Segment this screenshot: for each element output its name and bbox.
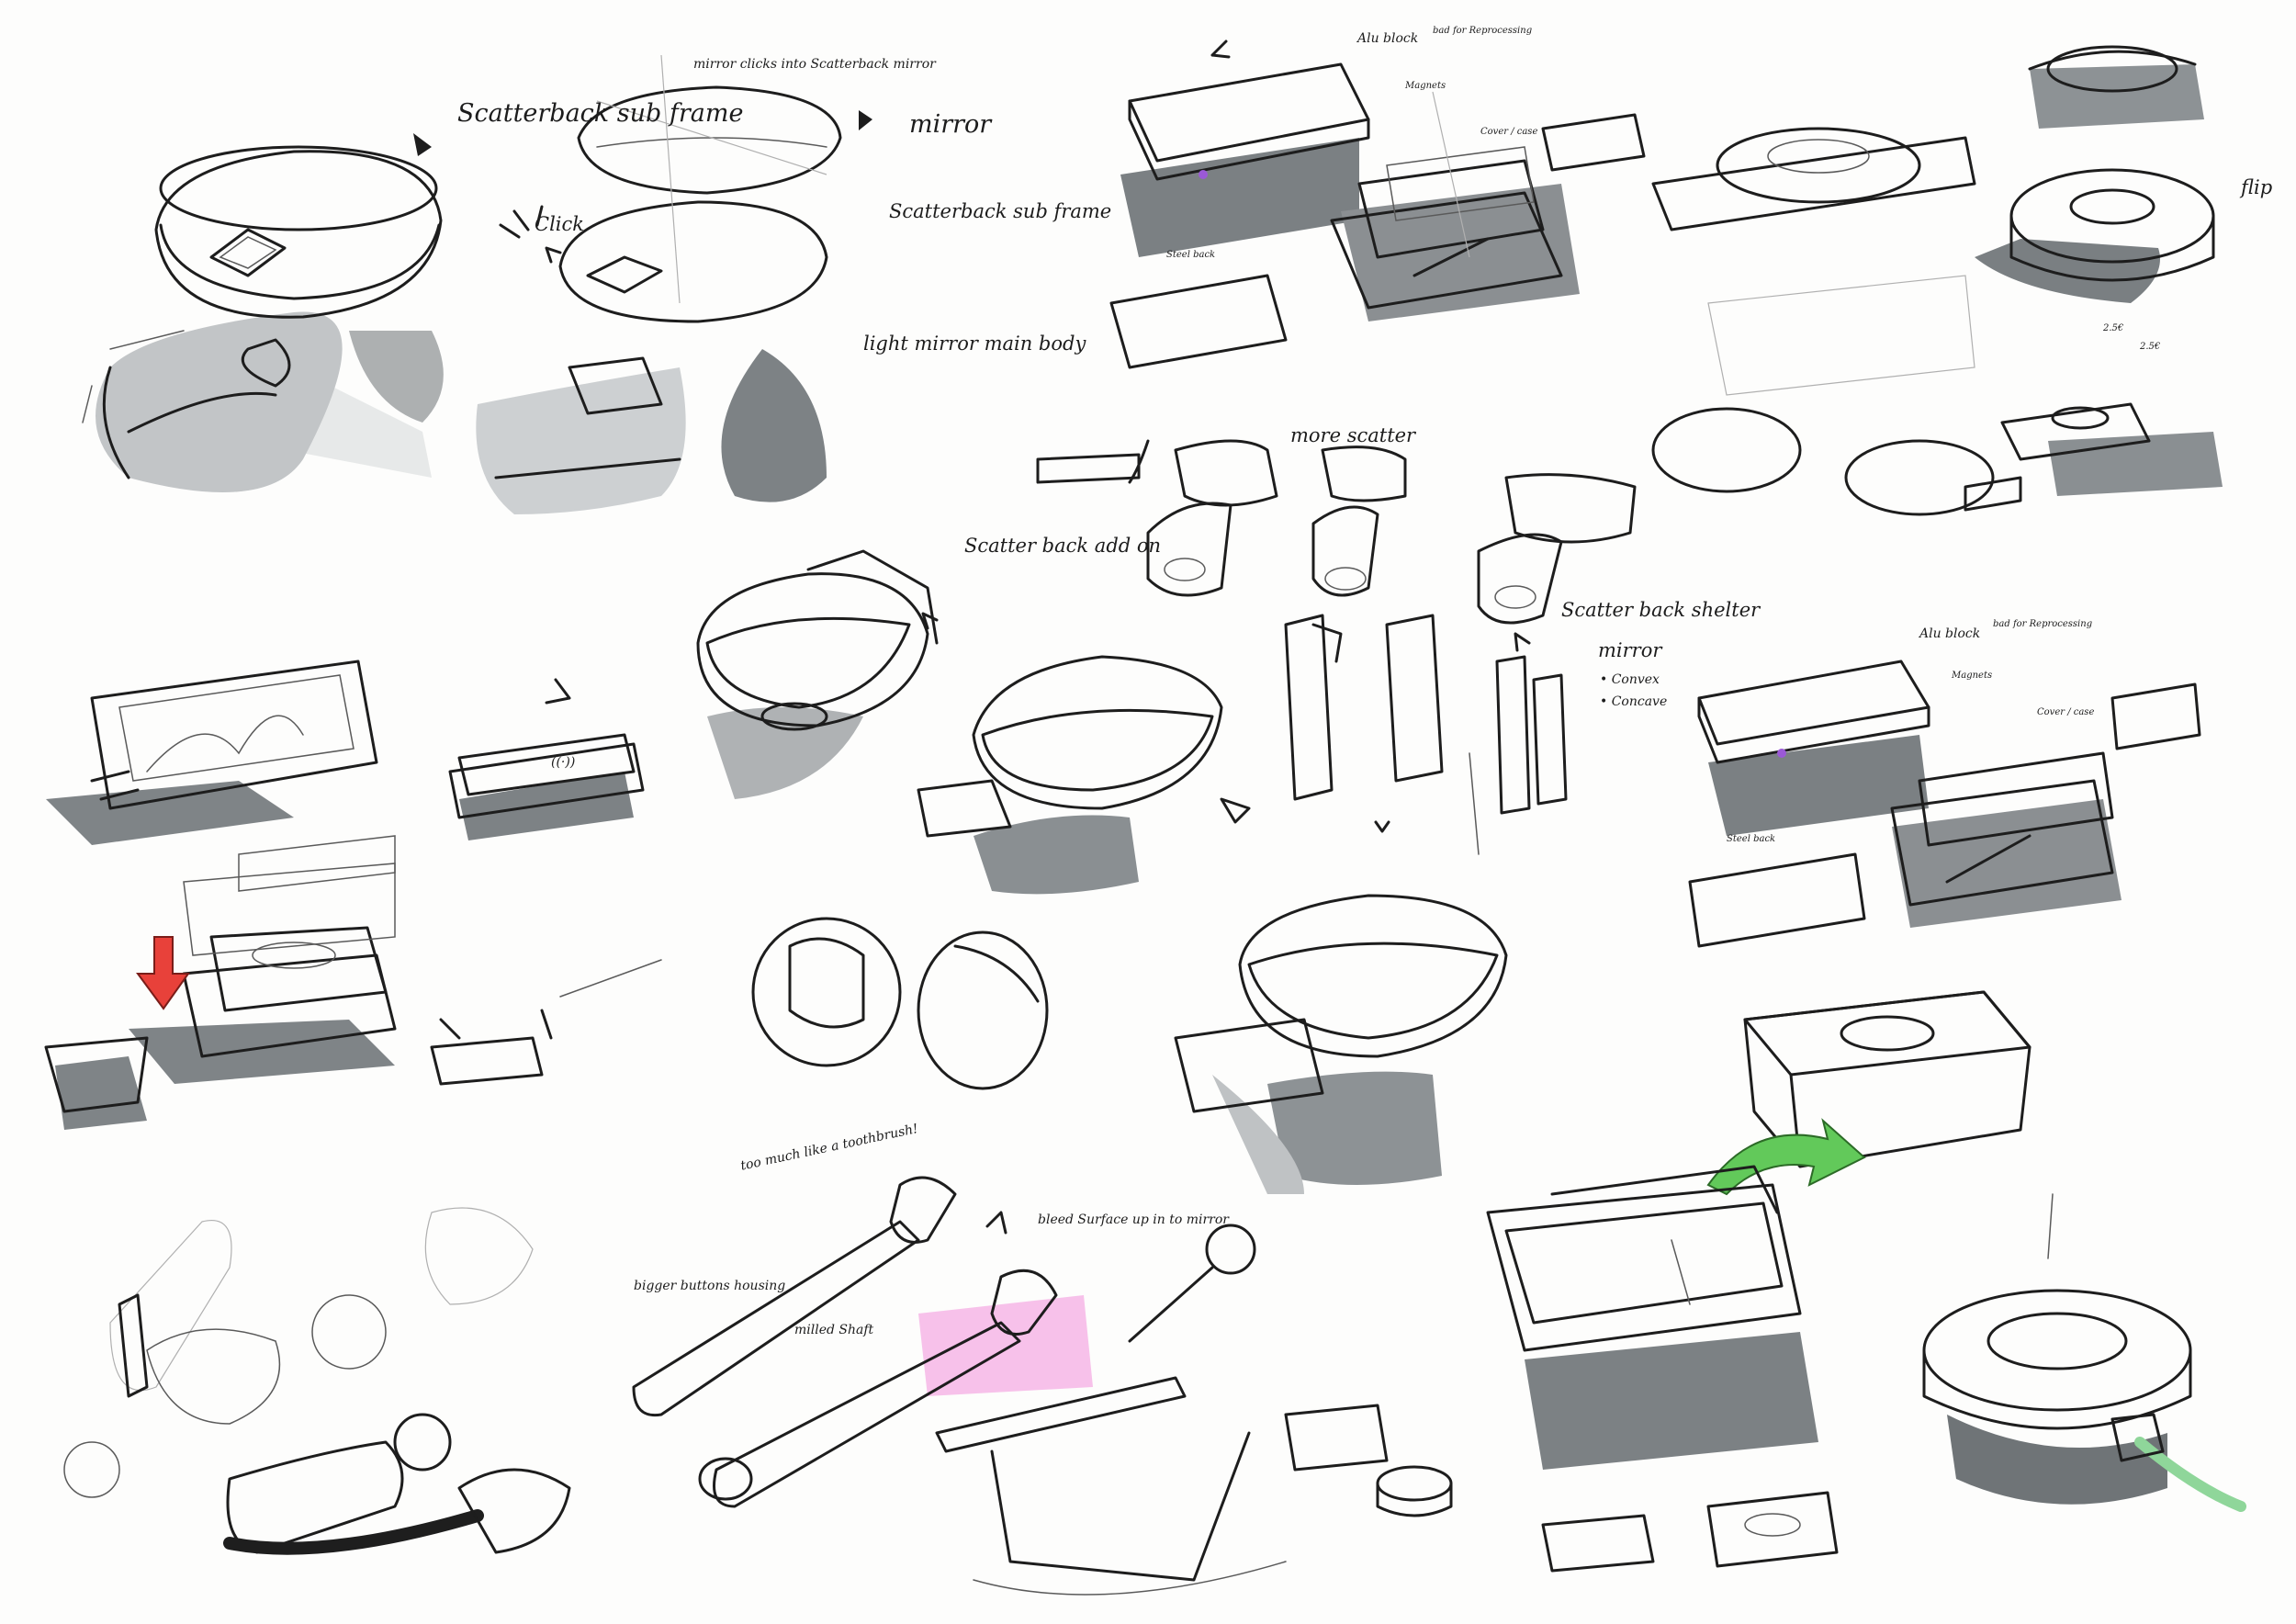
note-mirror-clicks-into: mirror clicks into Scatterback mirror: [693, 57, 936, 72]
sketch-charger-case: [46, 660, 645, 845]
note-size-label-2: 2.5€: [2140, 342, 2161, 352]
note-bigger-buttons-housing: bigger buttons housing: [634, 1279, 786, 1293]
note-click: Click: [535, 213, 584, 235]
sketch-grey-tray: [1486, 1165, 1818, 1470]
sketch-more-scatter: [1036, 439, 1637, 625]
note-alu-block-1: Alu block: [1357, 31, 1419, 46]
sketch-wand-concepts: [632, 1176, 1287, 1596]
arrow-icon: [413, 39, 1531, 1235]
usb-plug-icon: [2110, 1413, 2165, 1462]
note-scatter-back-add-on: Scatter back add on: [964, 535, 1162, 557]
sketch-mirror-exploded: [476, 54, 842, 514]
note-mirror-2: mirror: [1598, 639, 1662, 661]
note-cover-case-1: Cover / case: [1480, 127, 1538, 137]
note-cover-case-2: Cover / case: [2037, 707, 2095, 717]
sketch-shelter-blades: [1284, 614, 1568, 855]
note-convex: • Convex: [1600, 672, 1660, 687]
note-bad-for-reprocessing-1: bad for Reprocessing: [1433, 26, 1533, 36]
note-concave: • Concave: [1600, 694, 1668, 709]
note-flip: flip: [2241, 176, 2273, 198]
note-alu-block-2: Alu block: [1919, 626, 1981, 641]
note-steel-back-2: Steel back: [1727, 834, 1776, 844]
sketch-small-parts: [1284, 1404, 1839, 1573]
note-light-mirror-main-body: light mirror main body: [863, 333, 1086, 355]
click-burst-icon: [499, 205, 544, 239]
sketch-round-frames: [751, 917, 1049, 1090]
note-magnets-2: Magnets: [1952, 671, 1993, 681]
note-bleed-surface-up: bleed Surface up in to mirror: [1038, 1212, 1229, 1227]
note-scatterback-sub-frame-2: Scatterback sub frame: [889, 200, 1112, 222]
note-bad-for-reprocessing-2: bad for Reprocessing: [1993, 619, 2093, 629]
note-scatter-back-shelter: Scatter back shelter: [1561, 599, 1761, 621]
sketch-cyan-dock: [1743, 990, 2032, 1168]
sketch-shaver-concepts: [63, 1207, 571, 1555]
sketch-alu-block-2: [1688, 660, 2201, 948]
note-scatterback-sub-frame-1: Scatterback sub frame: [457, 99, 744, 128]
note-wireless-symbol: ((·)): [551, 755, 576, 770]
note-mirror-1: mirror: [909, 110, 992, 139]
note-size-label-1: 2.5€: [2103, 323, 2124, 333]
sketch-puck-plate: [1651, 45, 2223, 516]
note-steel-back-1: Steel back: [1166, 250, 1216, 260]
sketch-dock-box: [44, 835, 662, 1130]
green-arrow-icon: [1706, 1118, 1866, 1196]
sketch-alu-block-1: [1109, 62, 1646, 369]
down-arrow-icon: [136, 936, 190, 1010]
note-milled-shaft: milled Shaft: [794, 1323, 874, 1337]
sketch-ring-usb: [1922, 1193, 2246, 1512]
note-more-scatter: more scatter: [1290, 424, 1416, 446]
sketch-scatter-add-on: [696, 549, 1251, 895]
sketch-mirror-bowl-1: [82, 145, 444, 492]
note-magnets-1: Magnets: [1405, 81, 1446, 91]
sketch-mirror-large: [1174, 894, 1508, 1194]
